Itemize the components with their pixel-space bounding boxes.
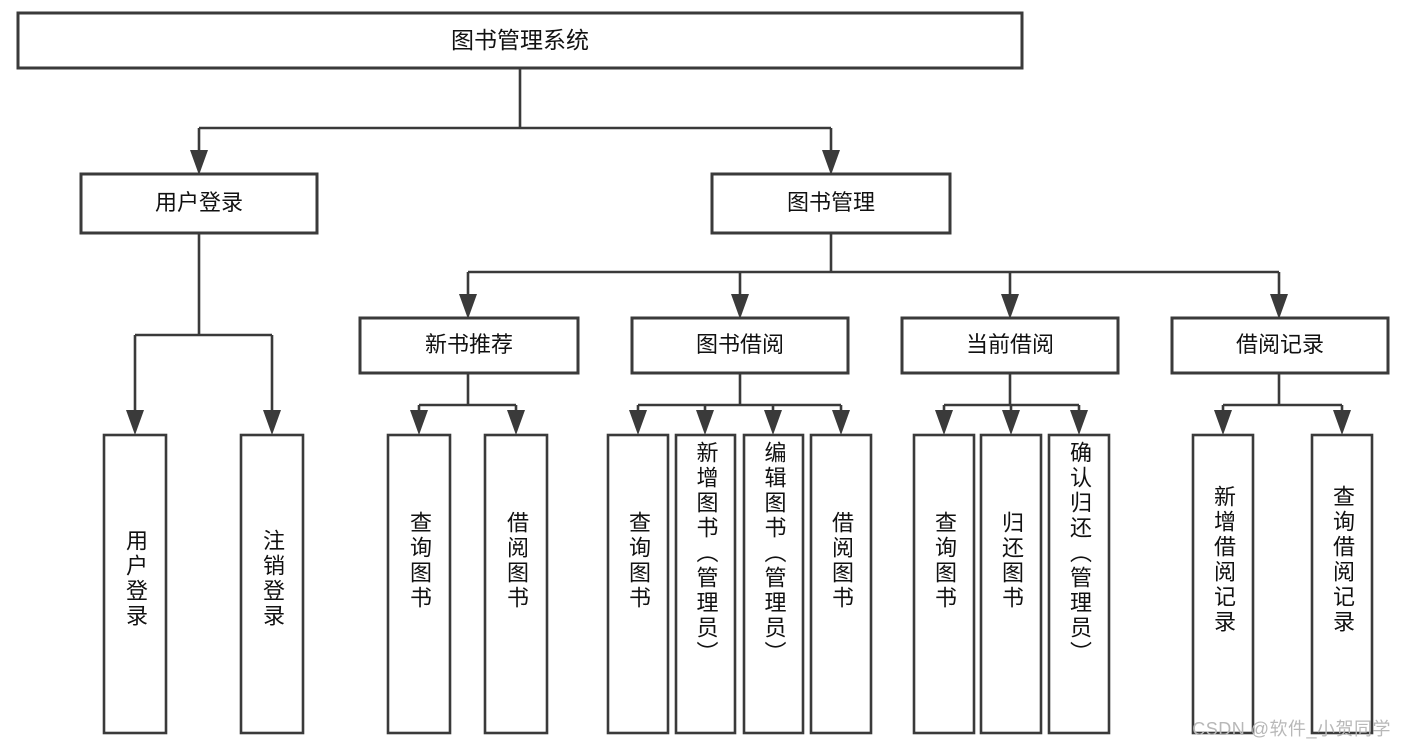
arrow-head-leaf-confirm-return	[1070, 410, 1088, 435]
node-box-user-login[interactable]	[79, 172, 319, 235]
node-box-leaf-confirm-return[interactable]	[1047, 433, 1111, 735]
arrow-head-bookborrow	[731, 294, 749, 319]
arrow-head-leaf-query-book-3	[935, 410, 953, 435]
node-box-root[interactable]	[16, 11, 1024, 70]
arrow-head-currentborrow	[1001, 294, 1019, 319]
arrow-head-leaf-query-record	[1333, 410, 1351, 435]
watermark-text: CSDN @软件_小贺同学	[1192, 719, 1391, 739]
arrow-head-leaf-user-login	[126, 410, 144, 435]
node-box-leaf-query-book-2[interactable]	[606, 433, 670, 735]
node-label-borrow-record: 借阅记录	[1236, 332, 1324, 357]
edge-layer	[126, 68, 1351, 435]
node-box-leaf-add-record[interactable]	[1191, 433, 1255, 735]
arrow-head-leaf-return-book	[1002, 410, 1020, 435]
node-box-leaf-borrow-book-2[interactable]	[809, 433, 873, 735]
arrow-head-leaf-logout	[263, 410, 281, 435]
node-label-new-book-recommend: 新书推荐	[425, 332, 513, 357]
node-box-leaf-user-login[interactable]	[102, 433, 168, 735]
node-box-leaf-borrow-book-1[interactable]	[483, 433, 549, 735]
node-box-leaf-query-book-1[interactable]	[386, 433, 452, 735]
node-box-borrow-record[interactable]	[1170, 316, 1390, 375]
node-label-book-borrow: 图书借阅	[696, 332, 784, 357]
arrow-head-newbook	[459, 294, 477, 319]
arrow-head-leaf-edit-book	[764, 410, 782, 435]
node-box-leaf-logout[interactable]	[239, 433, 305, 735]
node-label-current-borrow: 当前借阅	[966, 332, 1054, 357]
arrow-head-leaf-add-book	[696, 410, 714, 435]
node-box-leaf-query-book-3[interactable]	[912, 433, 976, 735]
node-label-user-login: 用户登录	[155, 190, 243, 215]
node-label-book-manage: 图书管理	[787, 190, 875, 215]
node-box-book-borrow[interactable]	[630, 316, 850, 375]
arrow-head-bookmanage	[822, 150, 840, 175]
node-box-leaf-return-book[interactable]	[979, 433, 1043, 735]
node-box-leaf-query-record[interactable]	[1310, 433, 1374, 735]
arrow-head-leaf-add-record	[1214, 410, 1232, 435]
arrow-head-leaf-query-book-2	[629, 410, 647, 435]
arrow-head-leaf-borrow-book-1	[507, 410, 525, 435]
arrow-head-userlogin	[190, 150, 208, 175]
node-label-root: 图书管理系统	[451, 27, 589, 53]
node-box-leaf-edit-book[interactable]	[742, 433, 805, 735]
node-layer: 图书管理系统 用户登录 图书管理 新书推荐 图书借阅 当前借阅 借阅记录	[16, 11, 1390, 735]
arrow-head-borrowrecord	[1270, 294, 1288, 319]
node-box-leaf-add-book[interactable]	[674, 433, 737, 735]
arrow-head-leaf-query-book-1	[410, 410, 428, 435]
node-box-new-book-recommend[interactable]	[358, 316, 580, 375]
node-box-current-borrow[interactable]	[900, 316, 1120, 375]
node-box-book-manage[interactable]	[710, 172, 952, 235]
arrow-head-leaf-borrow-book-2	[832, 410, 850, 435]
